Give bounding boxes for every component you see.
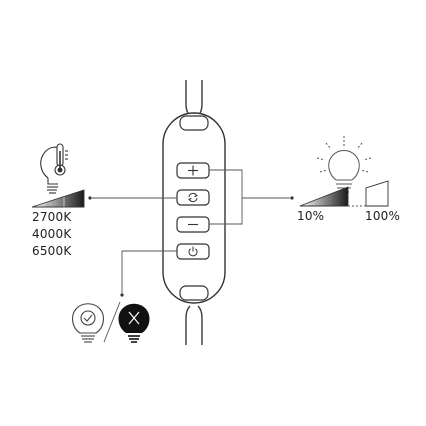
temperature-label-2700k: 2700K (32, 210, 72, 224)
plus-button[interactable] (176, 162, 210, 179)
minus-button[interactable] (176, 216, 210, 233)
bulb-off-icon (118, 303, 150, 343)
remote-controller (162, 112, 226, 304)
temperature-label-6500k: 6500K (32, 244, 72, 258)
connector-lines (88, 169, 294, 297)
separator-slash (103, 301, 121, 343)
power-button[interactable] (176, 243, 210, 260)
color-temperature-list: 2700K 4000K 6500K (32, 209, 71, 260)
temperature-gradient-icon (31, 189, 85, 208)
bulb-on-icon (71, 303, 105, 343)
plus-icon (188, 165, 198, 176)
cycle-icon (188, 192, 198, 203)
brightness-ramp-icon (299, 180, 389, 207)
temperature-label-4000k: 4000K (32, 227, 72, 241)
thermometer-bulb-icon (40, 143, 68, 194)
brightness-min-label: 10% (297, 209, 325, 223)
power-icon (188, 246, 198, 257)
brightness-max-label: 100% (365, 209, 401, 223)
bright-bulb-icon (316, 136, 372, 193)
color-temperature-button[interactable] (176, 189, 210, 206)
